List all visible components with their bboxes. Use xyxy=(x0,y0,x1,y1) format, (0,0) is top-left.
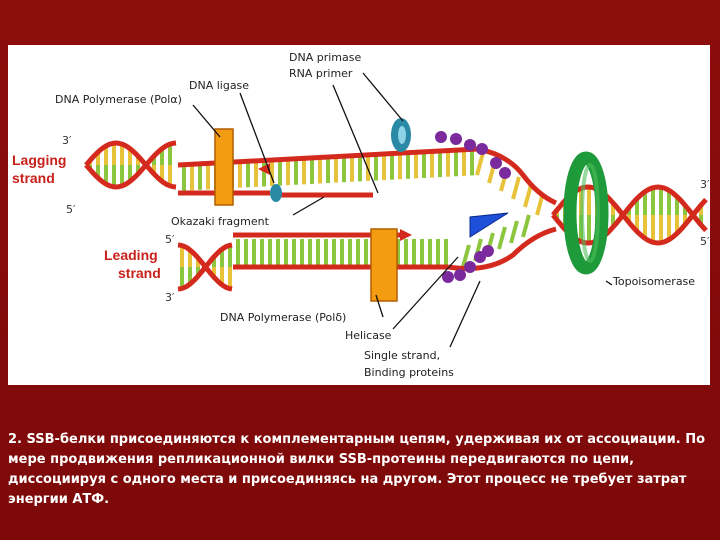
ssb-pointer xyxy=(449,280,481,348)
leading-helix-backbone xyxy=(177,242,233,292)
fork-upper-backbone xyxy=(477,146,558,206)
ssb-protein xyxy=(435,131,447,143)
lagging-helix-backbone xyxy=(84,140,177,190)
helicase-shape xyxy=(469,212,509,238)
ssb-protein xyxy=(442,271,454,283)
topoisomerase-ring xyxy=(563,151,609,275)
label-dna-ligase: DNA ligase xyxy=(189,79,249,92)
pol-alpha-pointer xyxy=(192,104,221,138)
ssb-protein xyxy=(464,261,476,273)
pointer-lines xyxy=(192,72,613,348)
dna-replication-figure: DNA primase RNA primer DNA ligase DNA Po… xyxy=(8,45,710,385)
ssb-protein xyxy=(482,245,494,257)
end-right-5: 5′ xyxy=(700,235,710,248)
replication-fork-diagram: DNA primase RNA primer DNA ligase DNA Po… xyxy=(12,51,710,379)
ligase-pointer xyxy=(239,92,275,184)
topoisomerase-highlight xyxy=(580,163,600,263)
ssb-protein xyxy=(454,269,466,281)
fork-base xyxy=(521,214,531,238)
fork-base xyxy=(497,226,507,250)
label-dna-polymerase-alpha: DNA Polymerase (Polα) xyxy=(55,93,182,106)
label-lagging-strand-2: strand xyxy=(12,170,55,186)
label-dna-primase: DNA primase xyxy=(289,51,361,64)
primase-pointer xyxy=(362,72,404,122)
base-pair-rungs xyxy=(88,143,703,289)
ssb-proteins xyxy=(435,131,511,283)
fork-base xyxy=(511,176,521,200)
label-ssb-2: Binding proteins xyxy=(364,366,454,379)
leading-strand-arrowhead xyxy=(400,229,412,241)
label-lagging-strand-1: Lagging xyxy=(12,152,66,168)
label-rna-primer: RNA primer xyxy=(289,67,353,80)
label-ssb-1: Single strand, xyxy=(364,349,440,362)
okazaki-pointer xyxy=(292,196,325,216)
polymerase-alpha-box xyxy=(214,128,234,206)
helicase-pointer xyxy=(392,256,459,330)
parental-helix-backbone xyxy=(551,184,708,246)
label-dna-polymerase-delta: DNA Polymerase (Polδ) xyxy=(220,311,346,324)
ssb-protein xyxy=(476,143,488,155)
polymerase-delta-box xyxy=(370,228,398,302)
label-topoisomerase: Topoisomerase xyxy=(612,275,695,288)
dna-ligase-shape xyxy=(270,184,282,202)
ssb-protein xyxy=(499,167,511,179)
end-bottom-left-3: 3′ xyxy=(165,291,175,304)
ssb-protein xyxy=(464,139,476,151)
label-okazaki-fragment: Okazaki fragment xyxy=(171,215,270,228)
lagging-helix-backbone xyxy=(84,140,177,190)
end-bottom-left-5: 5′ xyxy=(165,233,175,246)
topoisomerase-pointer xyxy=(605,280,613,286)
end-top-left-3: 3′ xyxy=(62,134,72,147)
label-leading-strand-2: strand xyxy=(118,265,161,281)
fork-base xyxy=(475,152,485,176)
ssb-protein xyxy=(450,133,462,145)
end-right-3: 3′ xyxy=(700,178,710,191)
ssb-protein xyxy=(490,157,502,169)
fork-base xyxy=(461,244,471,268)
slide-caption: 2. SSB-белки присоединяются к комплемент… xyxy=(8,432,706,507)
label-leading-strand-1: Leading xyxy=(104,247,158,263)
rna-primer-pointer xyxy=(332,84,379,194)
fork-base xyxy=(523,184,533,208)
label-helicase: Helicase xyxy=(345,329,392,342)
end-top-left-5: 5′ xyxy=(66,203,76,216)
pol-delta-pointer xyxy=(375,294,384,318)
dna-primase-highlight xyxy=(398,126,406,144)
fork-base xyxy=(509,220,519,244)
